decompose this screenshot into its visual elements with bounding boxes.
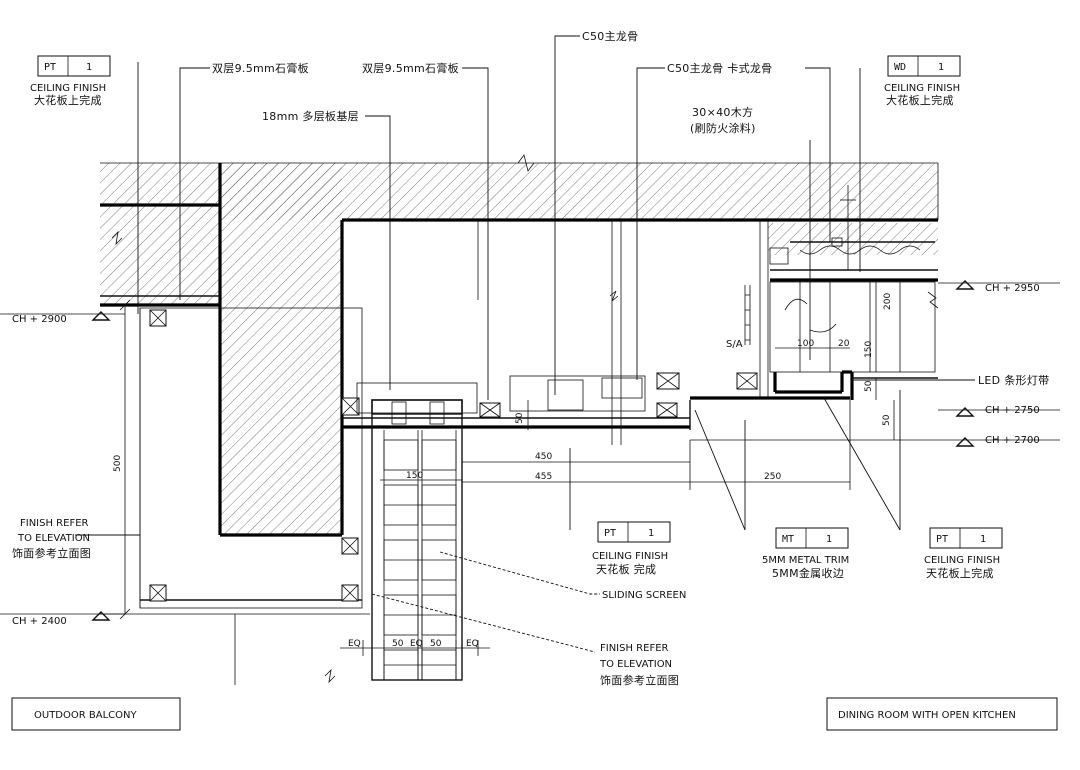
callout-finish-bottom-2: TO ELEVATION <box>599 659 672 670</box>
callout-finish-bottom-1: FINISH REFER <box>600 643 669 654</box>
callout-sliding-screen: SLIDING SCREEN <box>602 590 686 601</box>
dim-50d: 50 <box>392 639 404 649</box>
leader-lines <box>75 35 975 653</box>
tag-line1: CEILING FINISH <box>592 551 668 562</box>
level-ch2900: CH + 2900 <box>12 314 67 325</box>
tag-code: PT <box>604 528 616 539</box>
dim-50c: 50 <box>882 414 892 426</box>
dim-455: 455 <box>535 472 552 482</box>
callout-timber-2: (刷防火涂料) <box>690 121 756 135</box>
callout-c50-main: C50主龙骨 <box>582 30 638 43</box>
tag-line2: 天花板 完成 <box>596 562 656 576</box>
tag-code: PT <box>44 62 56 73</box>
dim-150: 150 <box>406 471 423 481</box>
dim-250: 250 <box>764 472 781 482</box>
callout-finish-bottom-3: 饰面参考立面图 <box>600 673 679 687</box>
finish-tag-mt: MT 1 5MM METAL TRIM 5MM金属收边 <box>762 527 849 580</box>
dim-150b: 150 <box>864 341 874 358</box>
room-label-dining-room: DINING ROOM WITH OPEN KITCHEN <box>826 697 1058 731</box>
callout-timber-1: 30×40木方 <box>692 105 753 119</box>
tag-num: 1 <box>980 534 986 545</box>
callout-double-gypsum-2: 双层9.5mm石膏板 <box>362 61 459 75</box>
tag-line2: 大花板上完成 <box>34 93 102 107</box>
dim-50b: 50 <box>864 380 874 392</box>
tag-line1: CEILING FINISH <box>924 555 1000 566</box>
finish-tag-wd: WD 1 CEILING FINISH 大花板上完成 <box>884 55 961 107</box>
central-ceiling <box>341 220 850 681</box>
level-ch2950: CH + 2950 <box>985 283 1040 294</box>
callout-labels: 双层9.5mm石膏板 双层9.5mm石膏板 18mm 多层板基层 C50主龙骨 … <box>12 30 1049 687</box>
dim-eq3: EQ <box>466 639 479 649</box>
tag-num: 1 <box>826 534 832 545</box>
tag-code: MT <box>782 534 794 545</box>
callout-finish-left-3: 饰面参考立面图 <box>12 546 91 560</box>
callout-led-strip: LED 条形灯带 <box>978 373 1049 387</box>
level-ch2750: CH + 2750 <box>985 405 1040 416</box>
tag-line1: CEILING FINISH <box>30 83 106 94</box>
dim-450: 450 <box>535 452 552 462</box>
tag-line1: CEILING FINISH <box>884 83 960 94</box>
tag-line2: 天花板上完成 <box>926 566 994 580</box>
structure-outline <box>100 163 938 537</box>
dim-100: 100 <box>797 339 814 349</box>
dim-200: 200 <box>883 293 893 310</box>
callout-c50-clip: C50主龙骨 卡式龙骨 <box>667 62 772 75</box>
room-label-outdoor-balcony: OUTDOOR BALCONY <box>11 697 181 731</box>
dim-50a: 50 <box>515 412 525 424</box>
dimension-lines <box>340 282 895 656</box>
level-labels: CH + 2900 CH + 2400 CH + 2950 CH + 2750 … <box>12 283 1040 627</box>
finish-tag-pt-right: PT 1 CEILING FINISH 天花板上完成 <box>924 527 1003 580</box>
balcony-ceiling <box>100 295 370 685</box>
concrete-slab <box>100 154 939 684</box>
tag-line2: 大花板上完成 <box>886 93 954 107</box>
room-label-text: DINING ROOM WITH OPEN KITCHEN <box>838 710 1016 721</box>
tag-num: 1 <box>86 62 92 73</box>
tag-num: 1 <box>648 528 654 539</box>
dim-20: 20 <box>838 339 850 349</box>
tag-line1: 5MM METAL TRIM <box>762 555 849 566</box>
level-markers <box>0 280 1060 621</box>
dimension-labels: 500 50 450 455 150 250 100 20 150 200 50… <box>113 293 893 649</box>
dim-50e: 50 <box>430 639 442 649</box>
level-ch2400: CH + 2400 <box>12 616 67 627</box>
finish-tag-pt-center: PT 1 CEILING FINISH 天花板 完成 <box>592 521 671 576</box>
level-ch2700: CH + 2700 <box>985 435 1040 446</box>
dim-eq2: EQ <box>410 639 423 649</box>
callout-double-gypsum-1: 双层9.5mm石膏板 <box>212 61 309 75</box>
tag-code: WD <box>894 62 906 73</box>
tag-num: 1 <box>938 62 944 73</box>
dim-eq1: EQ <box>348 639 361 649</box>
dim-500: 500 <box>113 455 123 472</box>
room-label-text: OUTDOOR BALCONY <box>34 710 137 721</box>
callout-finish-left-1: FINISH REFER <box>20 518 89 529</box>
finish-tag-pt-top-left: PT 1 CEILING FINISH 大花板上完成 <box>30 55 111 107</box>
callout-sa: S/A <box>726 339 743 350</box>
callout-plywood-base: 18mm 多层板基层 <box>262 109 359 123</box>
callout-finish-left-2: TO ELEVATION <box>17 533 90 544</box>
tag-line2: 5MM金属收边 <box>772 566 844 580</box>
tag-code: PT <box>936 534 948 545</box>
